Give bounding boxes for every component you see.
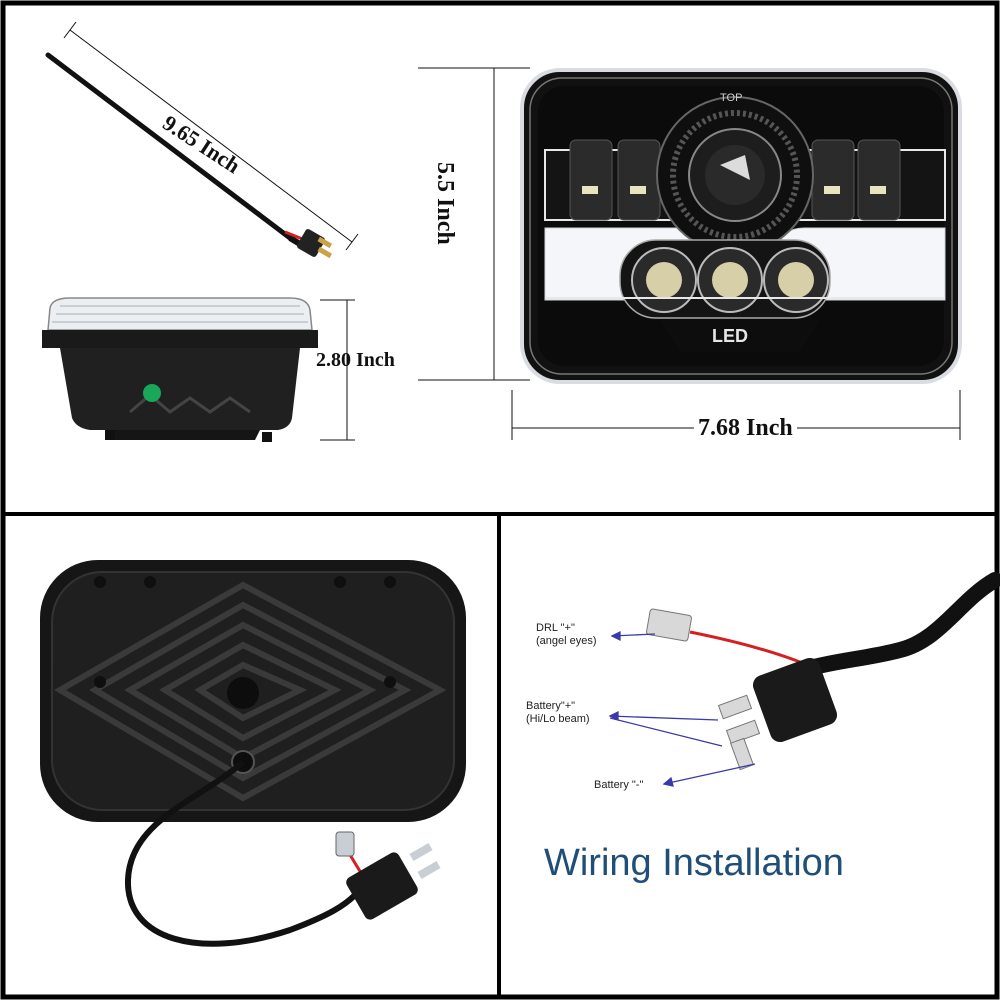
top-marking: TOP — [720, 92, 743, 104]
drl-label: DRL "+" (angel eyes) — [536, 622, 597, 648]
headlight-front-view — [520, 68, 962, 384]
width-label: 7.68 Inch — [694, 415, 797, 442]
height-label: 5.5 Inch — [432, 162, 458, 245]
wiring-installation-title: Wiring Installation — [544, 842, 844, 884]
wiring-illustration — [646, 572, 1000, 771]
drl-label-line1: DRL "+" — [536, 622, 575, 634]
height-dimension-line — [418, 67, 530, 381]
cable-dimension-line — [63, 21, 359, 251]
back-view-illustration — [40, 560, 466, 947]
side-view-illustration — [42, 297, 318, 442]
drl-label-line2: (angel eyes) — [536, 635, 597, 647]
battery-plus-line1: Battery"+" — [526, 700, 576, 712]
depth-dimension-line — [320, 299, 355, 441]
wiring-arrows — [608, 630, 756, 787]
cable-illustration — [45, 52, 333, 259]
depth-label: 2.80 Inch — [316, 349, 395, 371]
led-badge: LED — [712, 326, 748, 346]
battery-plus-label: Battery"+" (Hi/Lo beam) — [526, 700, 590, 726]
battery-plus-line2: (Hi/Lo beam) — [526, 713, 590, 725]
battery-minus-label: Battery "-" — [594, 779, 644, 791]
